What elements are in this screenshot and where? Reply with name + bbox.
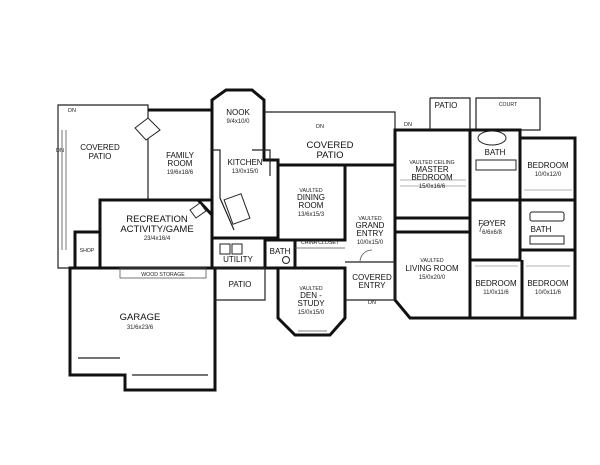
stairs-left (61, 130, 67, 250)
bath-right-vanity (529, 235, 565, 245)
nook-size: 9/4x10/0 (226, 119, 250, 125)
dn-marker-5: DN (368, 300, 376, 306)
bedroom-br-label: BEDROOM (527, 279, 569, 288)
interior-details (61, 117, 572, 376)
washer (219, 243, 231, 255)
kitchen-label: KITCHEN (227, 158, 262, 167)
exterior-walls (57, 88, 577, 392)
bedroom-top-right-label: BEDROOM (527, 161, 569, 170)
bedroom-bl-label: BEDROOM (475, 279, 517, 288)
patio-bottom-label: PATIO (229, 280, 252, 289)
china-closet-label: CHINA CLOSET (301, 240, 340, 246)
covered-entry-label-2: ENTRY (359, 281, 387, 290)
garage-label: GARAGE (120, 312, 161, 323)
shop-label: SHOP (80, 248, 95, 254)
living-label: LIVING ROOM (405, 264, 459, 273)
bath-mid-toilet (282, 256, 290, 264)
covered-entry-outline (345, 261, 396, 301)
vaulted-entry-size: 10/0x15/0 (357, 240, 384, 246)
dining-note: VAULTED (299, 188, 322, 194)
master-vanity (475, 159, 517, 171)
kitchen-size: 13/0x15/0 (232, 169, 259, 175)
covered-patio-center-label-2: PATIO (316, 150, 343, 161)
court-label: COURT (499, 102, 518, 108)
bedroom-top-right-size: 10/0x12/0 (535, 172, 562, 178)
family-label-1: FAMILY (166, 151, 195, 160)
dryer (231, 243, 243, 255)
wood-storage-label: WOOD STORAGE (141, 272, 185, 278)
bedroom-br-size: 10/0x11/6 (535, 290, 562, 296)
den-walls (276, 266, 347, 337)
den-note: VAULTED (299, 286, 322, 292)
family-label-2: ROOM (168, 159, 193, 168)
recreation-label-1: RECREATION (126, 214, 188, 225)
covered-patio-left-outline (57, 104, 149, 269)
family-size: 19/6x18/6 (167, 170, 194, 176)
dining-size: 13/6x15/3 (298, 212, 325, 218)
court-outline (475, 97, 541, 131)
bath-mid-label: BATH (270, 247, 291, 256)
foyer-label: FOYER (478, 219, 506, 228)
bath-right-tub (529, 211, 565, 222)
dining-label-2: ROOM (299, 201, 324, 210)
den-label-2: STUDY (297, 299, 325, 308)
recreation-label-2: ACTIVITY/GAME (120, 224, 193, 235)
fireplace-recreation (189, 202, 207, 219)
utility-label: UTILITY (223, 255, 253, 264)
living-note: VAULTED (420, 258, 443, 264)
dn-marker-2: DN (56, 148, 64, 154)
vaulted-entry-label-2: ENTRY (357, 229, 385, 238)
foyer-door-swing (479, 221, 491, 233)
master-label-2: BEDROOM (411, 173, 453, 182)
nook-walls (210, 88, 266, 112)
recreation-size: 23/4x16/4 (144, 236, 171, 242)
foyer-size: 6/6x6/8 (482, 230, 502, 236)
master-closet (400, 179, 466, 187)
vaulted-entry-label-1: GRAND (356, 221, 385, 230)
wood-storage-area (119, 267, 207, 279)
master-tub (477, 130, 507, 146)
garage-size: 31/6x23/6 (127, 325, 154, 331)
covered-patio-left-label-1: COVERED (80, 143, 120, 152)
dn-marker-1: DN (68, 108, 76, 114)
dn-marker-4: DN (404, 122, 412, 128)
master-bath-walls (470, 128, 522, 202)
den-size: 15/0x15/0 (298, 310, 325, 316)
kitchen-island (223, 193, 251, 225)
den-label-1: DEN - (300, 291, 322, 300)
master-label-1: MASTER (415, 165, 449, 174)
nook-label: NOOK (226, 108, 250, 117)
bath-right-label: BATH (531, 225, 552, 234)
foyer-walls (468, 200, 522, 262)
labels: COURT PATIO NOOK 9/4x10/0 COVERED PATIO … (56, 101, 569, 331)
kitchen-counter-right (252, 149, 271, 176)
entry-door-swing (359, 249, 373, 263)
vaulted-entry-note: VAULTED (358, 216, 381, 222)
entry-walls (345, 163, 397, 232)
kitchen-counter (212, 149, 235, 231)
master-note: VAULTED CEILING (409, 160, 454, 166)
covered-entry-label-1: COVERED (352, 273, 392, 282)
patio-top-label: PATIO (435, 101, 458, 110)
living-size: 15/0x20/0 (419, 275, 446, 281)
patio-bottom-outline (215, 267, 266, 301)
dining-label-1: DINING (297, 193, 325, 202)
covered-patio-center-label-1: COVERED (307, 140, 354, 151)
bath-right-walls (520, 198, 577, 252)
fireplace-family (134, 117, 161, 141)
bedroom-bl-size: 11/0x11/6 (483, 290, 509, 296)
master-size: 15/0x16/6 (419, 184, 446, 190)
patio-top-outline (429, 97, 471, 130)
dining-room-walls (278, 163, 347, 242)
covered-patio-left-label-2: PATIO (89, 152, 112, 161)
bath-master-label: BATH (485, 148, 506, 157)
dn-marker-3: DN (316, 124, 324, 130)
